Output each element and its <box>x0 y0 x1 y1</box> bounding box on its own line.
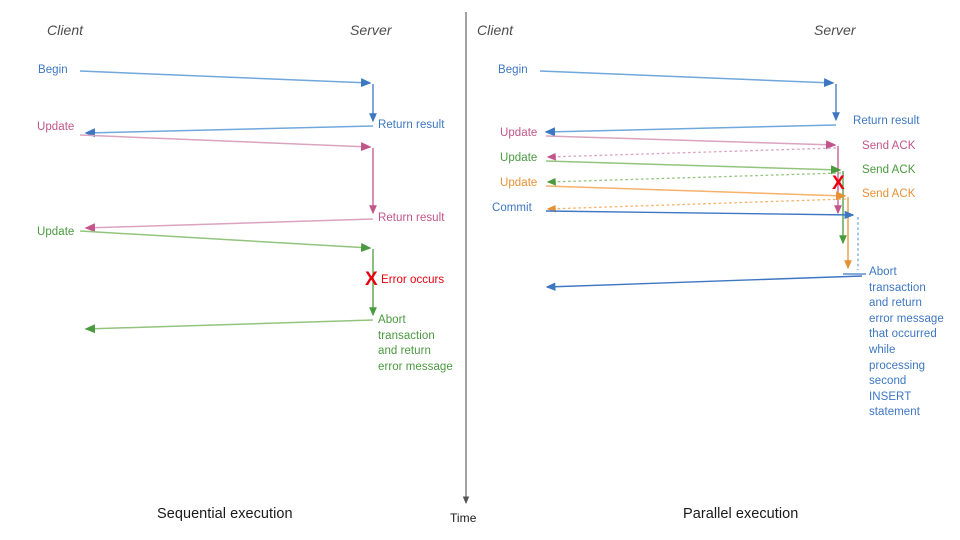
arrow-send-ack-3 <box>546 198 847 213</box>
arrow-update-2-request <box>545 160 842 175</box>
error-marker-icon: X <box>365 269 378 290</box>
arrow-begin-request <box>539 70 835 88</box>
arrow-send-ack-1 <box>546 147 837 161</box>
arrow-return-result <box>544 124 837 137</box>
arrow-update-1-request <box>79 134 372 152</box>
left-abort-note: Abort transaction and return error messa… <box>378 314 453 373</box>
right-msg-update-3: Update <box>500 177 538 189</box>
right-srv-send-ack-1: Send ACK <box>862 140 916 152</box>
right-srv-return-result: Return result <box>853 115 920 127</box>
right-msg-update-2: Update <box>500 152 538 164</box>
arrow-update-3-request <box>545 185 847 201</box>
left-panel-caption: Sequential execution <box>157 506 293 522</box>
left-msg-update-1: Update <box>37 121 75 133</box>
right-abort-note: Abort transaction and return error messa… <box>869 266 944 419</box>
right-msg-begin: Begin <box>498 64 528 76</box>
right-actor-client: Client <box>477 22 514 38</box>
right-panel-caption: Parallel execution <box>683 506 799 522</box>
arrow-update-2-request <box>79 230 372 252</box>
right-panel-arrows <box>539 70 866 291</box>
right-msg-update-1: Update <box>500 127 538 139</box>
arrow-begin-request <box>79 70 372 88</box>
left-srv-return-result-1: Return result <box>378 119 445 131</box>
time-axis-label: Time <box>450 511 477 525</box>
arrow-commit-request <box>545 210 855 220</box>
right-srv-send-ack-3: Send ACK <box>862 188 916 200</box>
left-srv-return-result-2: Return result <box>378 212 445 224</box>
arrow-return-result-1 <box>84 125 374 138</box>
arrow-send-ack-2 <box>546 172 842 186</box>
arrow-abort-return <box>84 319 374 334</box>
left-panel-arrows <box>79 70 377 334</box>
right-actor-server: Server <box>814 22 856 38</box>
left-error-label: Error occurs <box>381 274 445 286</box>
left-msg-begin: Begin <box>38 64 68 76</box>
left-actor-client: Client <box>47 22 84 38</box>
left-actor-server: Server <box>350 22 392 38</box>
arrow-return-result-2 <box>84 218 374 233</box>
arrow-abort-return <box>545 275 863 291</box>
error-marker-icon: X <box>832 173 845 194</box>
arrow-update-1-request <box>545 135 837 150</box>
right-msg-commit: Commit <box>492 202 532 214</box>
left-msg-update-2: Update <box>37 226 75 238</box>
right-srv-send-ack-2: Send ACK <box>862 164 916 176</box>
